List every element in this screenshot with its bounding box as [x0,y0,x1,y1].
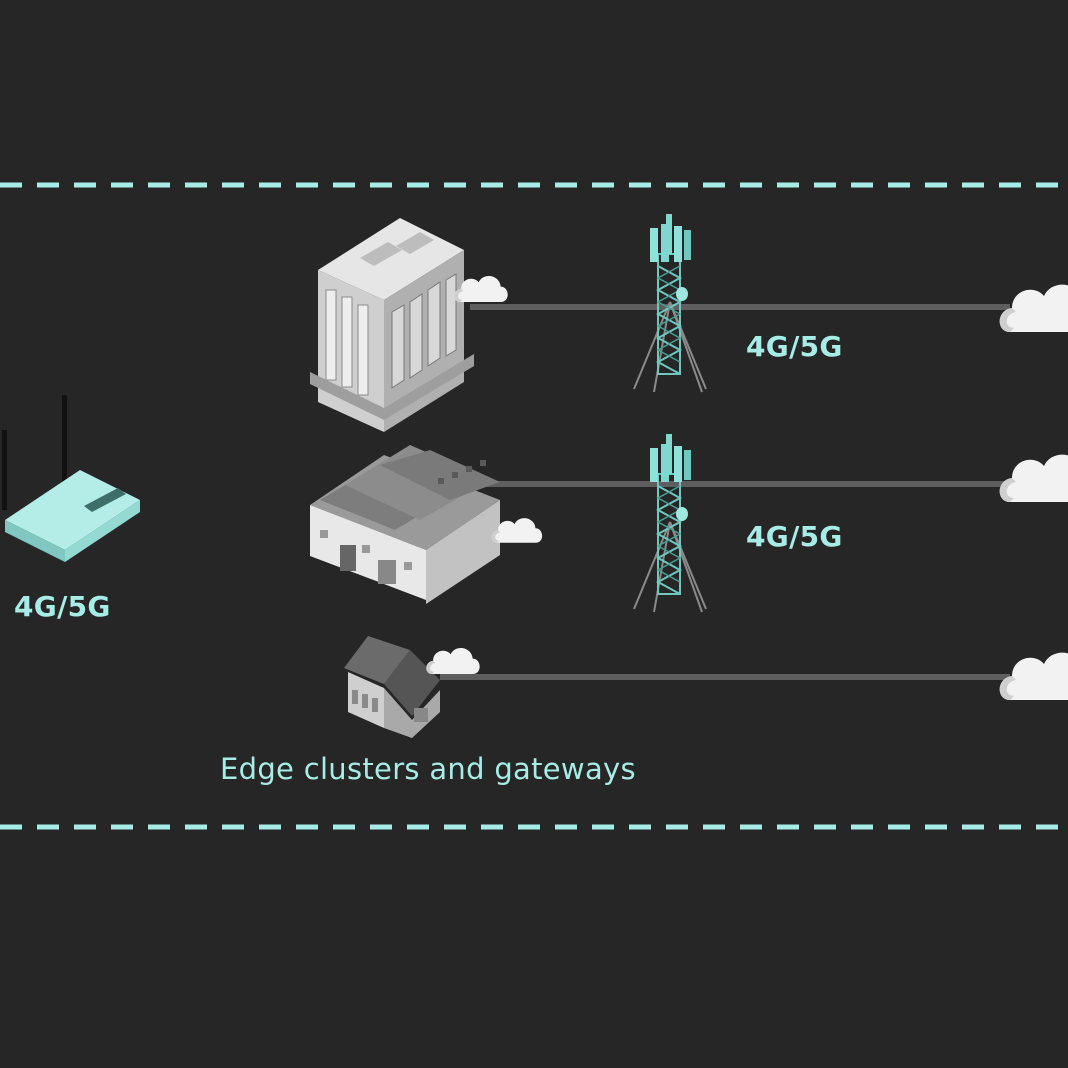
factory-building-icon [310,445,500,604]
house-icon [344,636,440,738]
tower-middle-label: 4G/5G [746,520,843,553]
edge-clusters-caption: Edge clusters and gateways [220,752,636,786]
cell-tower-icon [633,433,707,613]
cell-tower-icon [633,213,707,393]
office-building-icon [310,218,474,432]
wireless-router-icon [2,395,140,562]
cloud-icon [999,454,1068,502]
router-label: 4G/5G [14,590,111,623]
tower-top-label: 4G/5G [746,330,843,363]
